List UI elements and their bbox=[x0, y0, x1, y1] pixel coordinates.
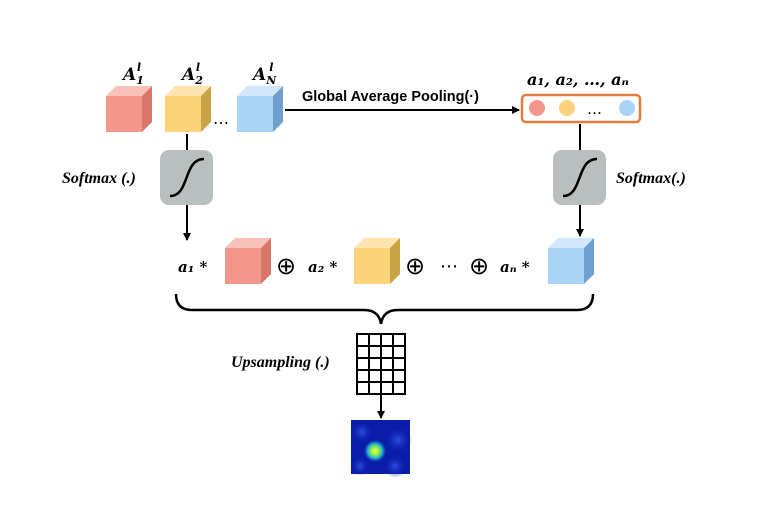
grid-icon bbox=[356, 333, 406, 395]
weight-dot-red bbox=[529, 100, 545, 116]
top-ellipsis: … bbox=[213, 109, 229, 128]
cube-weighted-a2 bbox=[354, 238, 400, 284]
cube-a1 bbox=[106, 86, 152, 132]
gap-label: Global Average Pooling(·) bbox=[302, 89, 479, 105]
vector-ellipsis: … bbox=[587, 100, 602, 118]
softmax-right-label: Softmax(.) bbox=[616, 170, 686, 187]
summation-brace bbox=[174, 293, 595, 325]
weight-dot-blue bbox=[619, 100, 635, 116]
label-a1: A1l bbox=[121, 61, 144, 87]
cube-a2 bbox=[165, 86, 211, 132]
upsampling-label: Upsampling (.) bbox=[231, 354, 330, 371]
cube-weighted-an bbox=[548, 238, 594, 284]
vector-label: a₁, a₂, …, aₙ bbox=[527, 70, 629, 89]
cube-weighted-a1 bbox=[225, 238, 271, 284]
cube-an bbox=[237, 86, 283, 132]
weight-dot-yellow bbox=[559, 100, 575, 116]
plus-3: ⊕ bbox=[469, 252, 489, 280]
sigmoid-icon bbox=[562, 157, 598, 198]
plus-1: ⊕ bbox=[276, 252, 296, 280]
coef-a2: a₂ * bbox=[308, 258, 338, 276]
plus-2: ⊕ bbox=[405, 252, 425, 280]
label-a2: A2l bbox=[180, 61, 203, 87]
heatmap-icon bbox=[350, 420, 412, 478]
label-an: ANl bbox=[251, 61, 277, 87]
coef-an: aₙ * bbox=[500, 258, 530, 276]
sigmoid-icon bbox=[169, 157, 205, 198]
softmax-left-label: Softmax (.) bbox=[62, 170, 136, 187]
sum-ellipsis: ⋯ bbox=[440, 256, 458, 277]
weight-vector-box bbox=[520, 93, 642, 124]
coef-a1: a₁ * bbox=[178, 258, 208, 276]
